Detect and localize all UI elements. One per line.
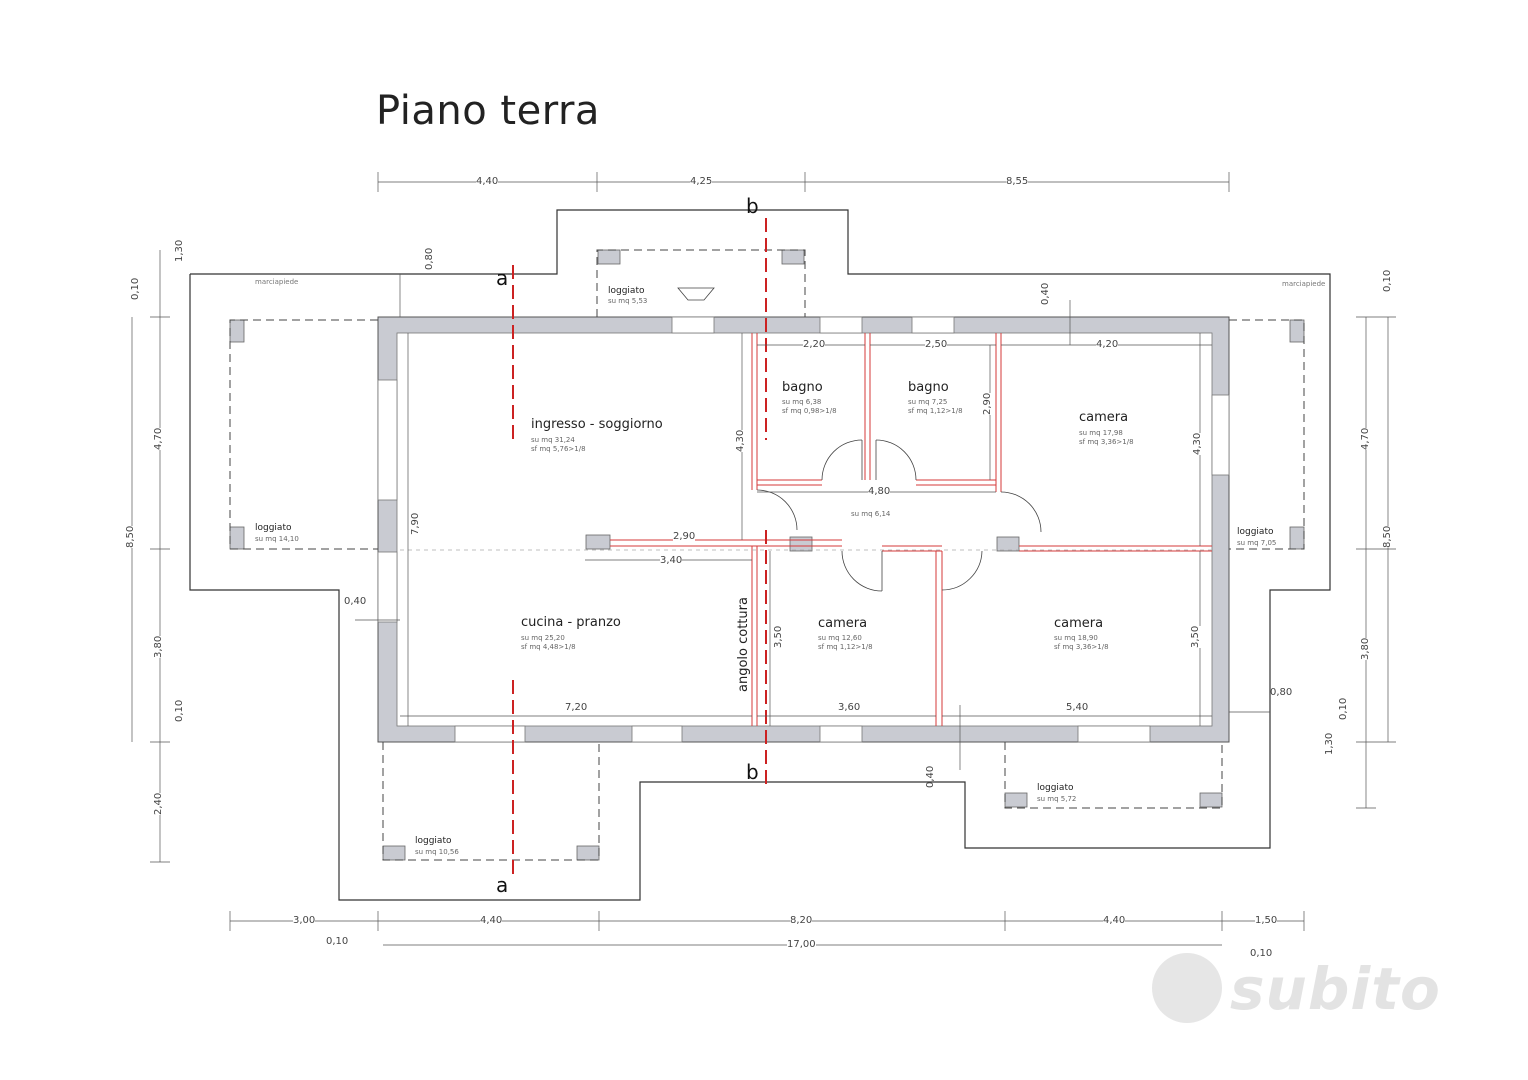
marciapiede-right: marciapiede xyxy=(1282,280,1326,288)
dim-left-2: 0,10 xyxy=(130,277,141,300)
dim-bottom-total: 17,00 xyxy=(787,939,816,950)
dim-inner-420: 4,20 xyxy=(1096,339,1119,350)
dim-right-6: 1,30 xyxy=(1324,732,1335,755)
building-interior xyxy=(396,332,1213,727)
room-ingresso-name: ingresso - soggiorno xyxy=(531,417,663,432)
room-cucina-su: su mq 25,20 xyxy=(521,634,565,642)
room-camera-se-su: su mq 18,90 xyxy=(1054,634,1098,642)
dim-inner-040a: 0,40 xyxy=(1040,282,1051,305)
dim-left-1: 1,30 xyxy=(174,239,185,262)
dim-bottom-1: 3,00 xyxy=(293,915,316,926)
room-bagno1-su: su mq 6,38 xyxy=(782,398,822,406)
dim-bottom-4: 4,40 xyxy=(1103,915,1126,926)
section-b-top: b xyxy=(746,194,759,218)
dim-inner-540: 5,40 xyxy=(1066,702,1089,713)
corridoio-su: su mq 6,14 xyxy=(851,510,891,518)
dim-inner-080a: 0,80 xyxy=(424,247,435,270)
dim-right-5: 0,10 xyxy=(1338,697,1349,720)
room-ingresso-su: su mq 31,24 xyxy=(531,436,575,444)
dim-right-1: 0,10 xyxy=(1382,269,1393,292)
room-bagno2-sf: sf mq 1,12>1/8 xyxy=(908,407,963,415)
room-bagno1-name: bagno xyxy=(782,380,823,395)
page-title: Piano terra xyxy=(376,88,600,134)
windows-top xyxy=(671,316,955,334)
dim-inner-290: 2,90 xyxy=(982,392,993,415)
dim-left-3: 4,70 xyxy=(153,427,164,450)
dim-bottom-w1: 0,10 xyxy=(326,936,349,947)
subito-watermark: subito xyxy=(1150,955,1450,1025)
dim-bottom-5: 1,50 xyxy=(1255,915,1278,926)
dim-inner-430a: 4,30 xyxy=(735,429,746,452)
dim-inner-480: 4,80 xyxy=(868,486,891,497)
room-ingresso-sf: sf mq 5,76>1/8 xyxy=(531,445,586,453)
section-a-bottom: a xyxy=(496,873,509,897)
loggiato-outlines xyxy=(229,249,1305,861)
dim-inner-080b: 0,80 xyxy=(1270,687,1293,698)
loggiato-sw-su: su mq 10,56 xyxy=(415,848,459,856)
dim-top-2: 4,25 xyxy=(690,176,713,187)
room-bagno2-name: bagno xyxy=(908,380,949,395)
dim-inner-360: 3,60 xyxy=(838,702,861,713)
partitions xyxy=(610,333,1212,726)
windows-bottom xyxy=(454,725,1151,743)
room-camera-ne-su: su mq 17,98 xyxy=(1079,429,1123,437)
room-cucina-name: cucina - pranzo xyxy=(521,615,621,630)
dim-inner-720: 7,20 xyxy=(565,702,588,713)
windows-sides xyxy=(377,379,1230,623)
loggiato-se-name: loggiato xyxy=(1037,783,1074,793)
dim-top-3: 8,55 xyxy=(1006,176,1029,187)
loggiato-east-su: su mq 7,05 xyxy=(1237,539,1277,547)
dim-inner-220: 2,20 xyxy=(803,339,826,350)
dim-inner-250: 2,50 xyxy=(925,339,948,350)
dim-left-7: 2,40 xyxy=(153,792,164,815)
section-b-bottom: b xyxy=(746,760,759,784)
dim-inner-350b: 3,50 xyxy=(1190,625,1201,648)
subito-watermark-text: subito xyxy=(1230,955,1441,1023)
room-camera-se-sf: sf mq 3,36>1/8 xyxy=(1054,643,1109,651)
loggiato-north-name: loggiato xyxy=(608,286,645,296)
room-bagno2-su: su mq 7,25 xyxy=(908,398,948,406)
dim-inner-290b: 2,90 xyxy=(673,531,696,542)
room-camera-s-sf: sf mq 1,12>1/8 xyxy=(818,643,873,651)
loggiato-west-su: su mq 14,10 xyxy=(255,535,299,543)
dim-bottom-3: 8,20 xyxy=(790,915,813,926)
dim-top-1: 4,40 xyxy=(476,176,499,187)
marciapiede-outline xyxy=(189,209,1331,901)
dim-left-6: 0,10 xyxy=(174,699,185,722)
room-camera-ne-sf: sf mq 3,36>1/8 xyxy=(1079,438,1134,446)
pillars xyxy=(229,249,1305,861)
loggiato-west-name: loggiato xyxy=(255,523,292,533)
room-cucina-sf: sf mq 4,48>1/8 xyxy=(521,643,576,651)
section-a-top: a xyxy=(496,266,509,290)
dim-inner-340: 3,40 xyxy=(660,555,683,566)
dim-right-2: 4,70 xyxy=(1360,427,1371,450)
dim-left-4: 8,50 xyxy=(125,525,136,548)
watermark-circle xyxy=(1152,953,1222,1023)
room-bagno1-sf: sf mq 0,98>1/8 xyxy=(782,407,837,415)
loggiato-north-su: su mq 5,53 xyxy=(608,297,648,305)
room-camera-ne-name: camera xyxy=(1079,410,1129,425)
loggiato-sw-name: loggiato xyxy=(415,836,452,846)
dim-bottom-w2: 0,10 xyxy=(1250,948,1273,959)
dim-inner-790: 7,90 xyxy=(410,512,421,535)
door-swings xyxy=(677,287,1042,592)
marciapiede-left: marciapiede xyxy=(255,278,299,286)
dim-inner-040c: 0,40 xyxy=(925,765,936,788)
loggiato-se-su: su mq 5,72 xyxy=(1037,795,1077,803)
room-camera-se-name: camera xyxy=(1054,616,1104,631)
dim-inner-350a: 3,50 xyxy=(773,625,784,648)
dim-bottom-2: 4,40 xyxy=(480,915,503,926)
dim-inner-040b: 0,40 xyxy=(344,596,367,607)
loggiato-east-name: loggiato xyxy=(1237,527,1274,537)
room-camera-s-su: su mq 12,60 xyxy=(818,634,862,642)
room-camera-s-name: camera xyxy=(818,616,868,631)
dim-right-3: 8,50 xyxy=(1382,525,1393,548)
dim-right-4: 3,80 xyxy=(1360,637,1371,660)
dim-left-5: 3,80 xyxy=(153,635,164,658)
dim-inner-430b: 4,30 xyxy=(1192,432,1203,455)
section-lines xyxy=(512,218,767,880)
angolo-cottura-label: angolo cottura xyxy=(736,597,751,692)
